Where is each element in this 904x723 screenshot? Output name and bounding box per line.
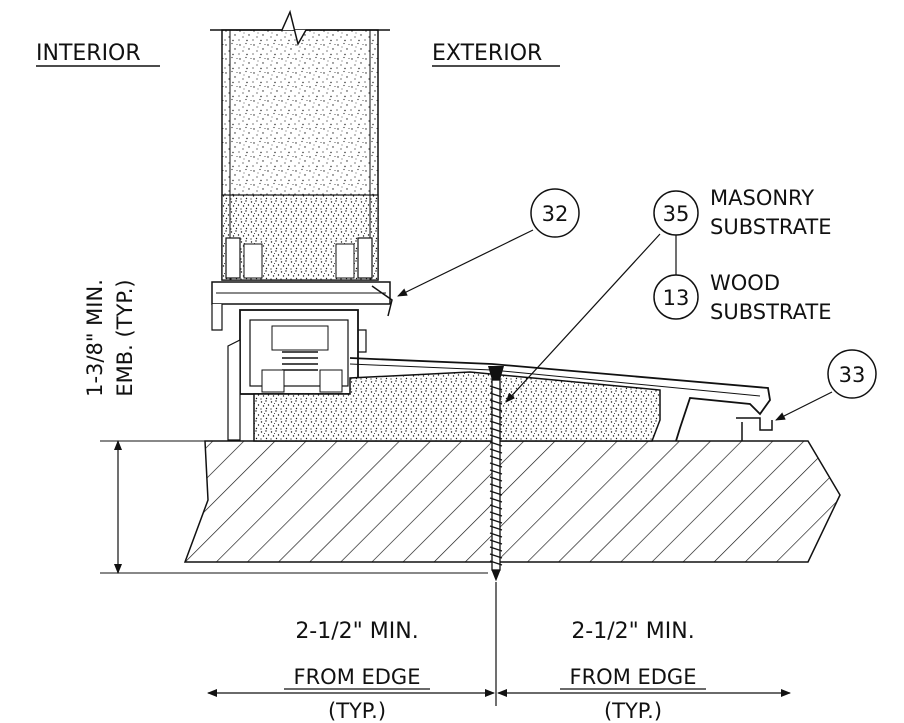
callout-13: 13 — [653, 274, 699, 320]
callout-35: 35 — [653, 190, 699, 236]
embedment-line2: EMB. (TYP.) — [113, 279, 137, 396]
anchor-screw — [488, 366, 504, 582]
leader-lines — [397, 229, 833, 421]
edge-left-line1: 2-1/2" MIN. — [295, 619, 418, 644]
svg-text:32: 32 — [542, 202, 569, 226]
wood-substrate-line1: WOOD — [710, 271, 780, 295]
edge-left-line2: FROM EDGE — [294, 665, 421, 689]
callout-33: 33 — [827, 349, 877, 399]
masonry-substrate-line2: SUBSTRATE — [710, 215, 831, 239]
edge-right-line1: 2-1/2" MIN. — [571, 619, 694, 644]
svg-text:33: 33 — [839, 363, 866, 387]
callout-32: 32 — [530, 188, 580, 238]
edge-left-line3: (TYP.) — [328, 699, 386, 723]
glazing-unit — [210, 9, 390, 281]
edge-right-line3: (TYP.) — [604, 699, 662, 723]
svg-text:35: 35 — [663, 202, 690, 226]
edge-distance-dimension: 2-1/2" MIN. FROM EDGE (TYP.) 2-1/2" MIN.… — [207, 582, 791, 723]
sill-frame — [211, 281, 393, 441]
exterior-label: EXTERIOR — [432, 41, 542, 66]
wood-substrate-line2: SUBSTRATE — [710, 300, 831, 324]
edge-right-line2: FROM EDGE — [570, 665, 697, 689]
masonry-substrate-line1: MASONRY — [710, 186, 814, 210]
svg-text:13: 13 — [663, 286, 690, 310]
embedment-line1: 1-3/8" MIN. — [83, 279, 107, 397]
substrate — [183, 440, 841, 563]
shim-block — [253, 371, 661, 442]
embedment-dimension: 1-3/8" MIN. EMB. (TYP.) — [83, 279, 488, 574]
break-line — [210, 9, 390, 46]
interior-label: INTERIOR — [36, 41, 141, 66]
